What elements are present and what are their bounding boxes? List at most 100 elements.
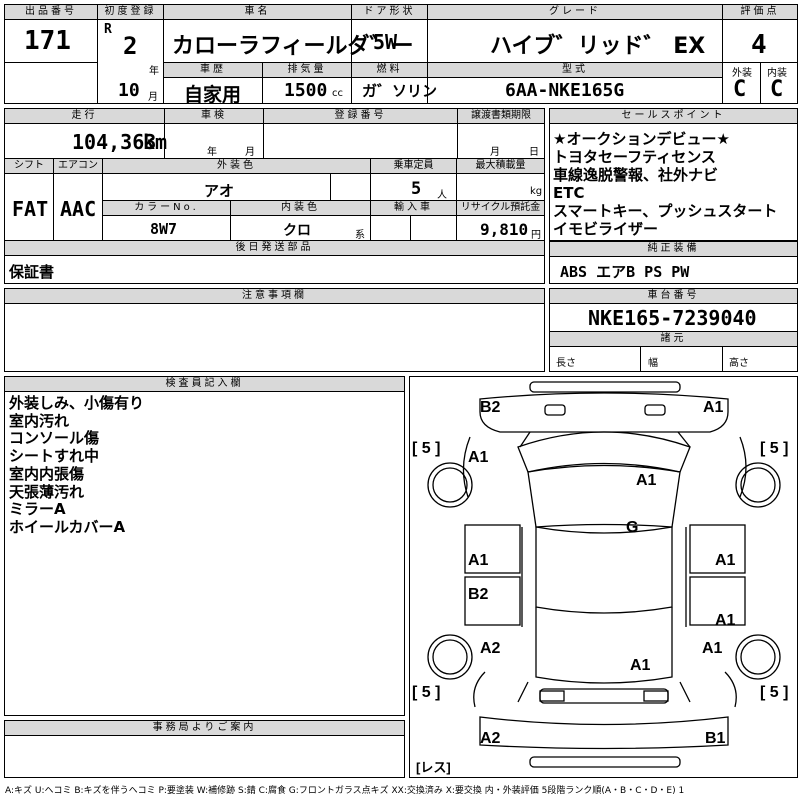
- top-block: [4, 4, 798, 104]
- inspector-note: 室内汚れ: [9, 411, 70, 430]
- first-reg-year: 2: [123, 32, 138, 60]
- recycle-unit: 円: [531, 230, 541, 241]
- mileage-label: 走行: [5, 109, 164, 124]
- inspection-month-unit: 月: [245, 147, 255, 158]
- caution-block: [4, 288, 545, 372]
- door: 5W: [373, 30, 398, 54]
- capacity: 5: [411, 179, 422, 199]
- ext-label: 外装: [732, 68, 752, 79]
- colorno-label: カラーNo.: [103, 201, 230, 216]
- length-label: 長さ: [556, 358, 576, 369]
- fuel-label: 燃料: [352, 63, 427, 78]
- ext-grade: C: [733, 77, 747, 102]
- tire-depth: [ 5 ]: [412, 440, 441, 457]
- inspector-note: ミラーA: [9, 500, 66, 519]
- grade-label: グレード: [428, 5, 722, 20]
- sales-point-list: ★オークションデビュー★ トヨタセーフティセンス 車線逸脱警報、社外ナビ ETC…: [553, 130, 777, 238]
- mileage: 104,363: [72, 130, 157, 154]
- shift: FAT: [12, 197, 49, 221]
- spec-label: 諸元: [550, 332, 797, 347]
- car-name-label: 車名: [164, 5, 351, 20]
- sales-point-block: [549, 108, 798, 241]
- ac: AAC: [60, 197, 97, 221]
- transfer-day-unit: 日: [529, 147, 539, 158]
- ac-label: エアコン: [54, 159, 102, 174]
- sales-point-line: スマートキー、プッシュスタート: [553, 202, 778, 220]
- grade: ハイブ゛リッド゛ EX: [490, 34, 706, 59]
- damage-mark: B2: [468, 586, 489, 603]
- damage-mark: A1: [636, 472, 657, 489]
- shift-label: シフト: [5, 159, 53, 174]
- car-name: カローラフィールダ゛ー: [172, 34, 414, 59]
- first-reg-era: R: [104, 22, 112, 37]
- damage-mark: A1: [468, 449, 489, 466]
- later-parts: 保証書: [9, 263, 55, 281]
- damage-mark: A2: [480, 730, 501, 747]
- load-label: 最大積載量: [457, 159, 544, 174]
- tire-depth: [ 5 ]: [760, 684, 789, 701]
- lot-no-label: 出品番号: [5, 5, 97, 20]
- inspector-label: 検査員記入欄: [5, 377, 404, 392]
- history-label: 車歴: [164, 63, 262, 78]
- tire-depth: [ 5 ]: [760, 440, 789, 457]
- height-label: 高さ: [729, 358, 749, 369]
- office-label: 事務局よりご案内: [5, 721, 404, 736]
- damage-mark: A2: [480, 640, 501, 657]
- transfer-label: 譲渡書類期限: [458, 109, 544, 124]
- inspector-note: 室内内張傷: [9, 464, 85, 483]
- transfer-month-unit: 月: [490, 147, 500, 158]
- damage-mark: A1: [703, 399, 724, 416]
- recycle: 9,810: [480, 220, 529, 239]
- mileage-unit: km: [143, 130, 168, 154]
- color-label: 外装色: [103, 159, 370, 174]
- width-label: 幅: [648, 358, 658, 369]
- vehicle-info-block: [4, 108, 545, 284]
- int-grade: C: [770, 77, 784, 102]
- sales-point-label: セールスポイント: [550, 109, 797, 124]
- damage-mark: G: [626, 519, 639, 536]
- later-parts-label: 後日発送部品: [5, 241, 544, 256]
- inspector-block: [4, 376, 405, 716]
- sales-point-line: トヨタセーフティセンス: [553, 148, 716, 166]
- car-outline-drawing: [427, 381, 781, 768]
- lot-no: 171: [24, 26, 71, 56]
- tire-depth: [ 5 ]: [412, 684, 441, 701]
- displacement: 1500: [284, 80, 328, 101]
- caution-label: 注意事項欄: [5, 289, 544, 304]
- damage-mark: A1: [715, 612, 736, 629]
- colorno: 8W7: [150, 220, 178, 238]
- recycle-label: リサイクル預託金: [457, 201, 544, 216]
- chassis-number: NKE165-7239040: [588, 306, 757, 330]
- inspector-notes: 外装しみ、小傷有り 室内汚れ コンソール傷 シートすれ中 室内内張傷 天張薄汚れ…: [9, 394, 145, 537]
- damage-legend: A:キズ U:ヘコミ B:キズを伴うヘコミ P:要塗装 W:補修跡 S:錆 C:…: [5, 786, 685, 796]
- displacement-unit: cc: [332, 88, 343, 99]
- fuel: ガ゛ソリン: [362, 82, 438, 100]
- damage-mark: A1: [468, 552, 489, 569]
- sales-point-line: イモビライザー: [553, 220, 659, 238]
- sales-point-line: ETC: [553, 184, 585, 202]
- score-label: 評価点: [723, 5, 797, 20]
- door-label: ドア形状: [352, 5, 427, 20]
- interior-color: クロ: [283, 223, 311, 239]
- inspector-note: 天張薄汚れ: [9, 482, 85, 501]
- interior-color-unit: 系: [355, 230, 365, 241]
- first-reg-year-unit: 年: [149, 66, 159, 77]
- damage-mark: A1: [715, 552, 736, 569]
- equipment-label: 純正装備: [550, 242, 797, 257]
- regno-label: 登録番号: [264, 109, 457, 124]
- damage-mark: B2: [480, 399, 501, 416]
- sales-point-line: 車線逸脱警報、社外ナビ: [553, 166, 719, 184]
- chassis-block: [549, 288, 798, 372]
- model: 6AA-NKE165G: [505, 80, 625, 101]
- first-reg-month: 10: [118, 80, 140, 101]
- capacity-unit: 人: [437, 190, 447, 201]
- first-reg-month-unit: 月: [148, 92, 158, 103]
- sales-point-line: ★オークションデビュー★: [553, 130, 730, 148]
- chassis-label: 車台番号: [550, 289, 797, 304]
- spare-tire: [レス]: [416, 760, 451, 775]
- inspector-note: コンソール傷: [9, 429, 100, 448]
- load-unit: kg: [530, 186, 543, 197]
- inspection-label: 車検: [165, 109, 263, 124]
- displacement-label: 排気量: [263, 63, 351, 78]
- inspector-note: 外装しみ、小傷有り: [9, 394, 145, 412]
